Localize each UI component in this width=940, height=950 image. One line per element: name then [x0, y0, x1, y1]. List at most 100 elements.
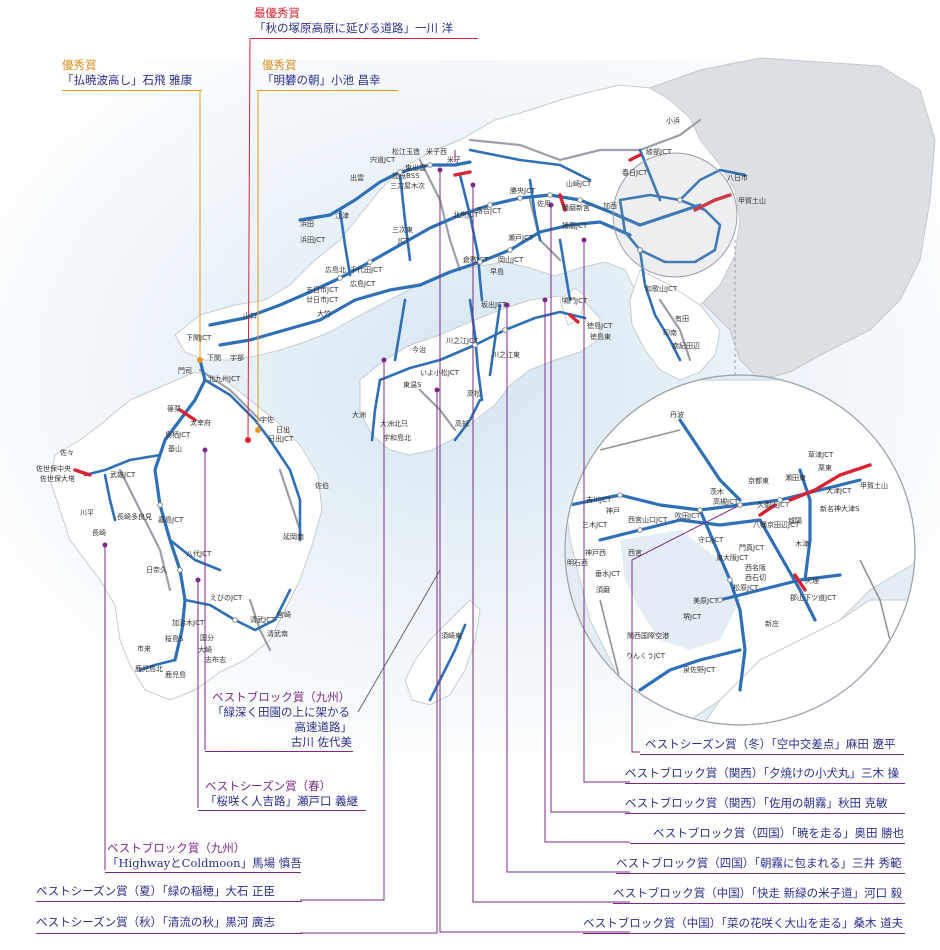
label-okayama: 岡山JCT [498, 255, 524, 264]
label-kasuga: 春日JCT [622, 168, 648, 177]
label-miyazaki: 宮崎 [277, 610, 291, 619]
label-kagoshima-n: 鹿児島北 [135, 664, 163, 673]
award-excellent2-category: 優秀賞 [262, 58, 297, 72]
label-kumamoto: 嘉島JCT [158, 515, 184, 524]
award-kansai2-title: ベストブロック賞（関西）「佐用の朝霧」秋田 克敏 [625, 796, 888, 810]
award-kansai1-title: ベストブロック賞（関西）「夕焼けの小犬丸」三木 操 [625, 766, 900, 780]
award-spring: ベストシーズン賞（春） 「桜咲く人吉路」瀬戸口 義継 [205, 779, 358, 809]
label-tosu: 鳥栖JCT [165, 430, 191, 439]
label-harima: 播磨新宮 [562, 203, 590, 212]
label-chiyoda: 千代田JCT [350, 265, 383, 274]
label-uwajima: 大洲北只 [380, 419, 408, 428]
label-ibaraki: 茨木 [710, 487, 724, 496]
label-nagasaki-tarami: 長崎多良見 [117, 512, 152, 521]
award-grand: 最優秀賞 「秋の塚原高原に延びる道路」一川 洋 [254, 6, 453, 36]
label-hatsukaichi: 廿日市JCT [306, 295, 339, 304]
label-osaki: 大崎 [198, 645, 212, 654]
award-excellent1: 優秀賞 「払暁波高し」石飛 雅康 [62, 58, 192, 88]
award-winter-underline [640, 754, 904, 755]
label-kitakyushu: 北九州JCT [208, 374, 241, 383]
highlighted-roads [73, 153, 732, 477]
label-seiyo: 宇和島北 [383, 433, 411, 442]
label-kyoto-higashi: 京都東 [748, 476, 769, 485]
label-tarumi: 垂水JCT [595, 569, 621, 578]
label-sayo: 佐用 [537, 199, 551, 208]
award-autumn-underline [36, 933, 302, 934]
label-sakurajima: 桜島S [165, 634, 184, 643]
label-naruto: 鳴門JCT [562, 296, 588, 305]
label-gotsu: 江津 [335, 212, 349, 220]
expressway-network [83, 148, 747, 702]
award-chugoku2: ベストブロック賞（中国）「菜の花咲く大山を走る」桑木 道夫 [583, 916, 903, 931]
label-kochi: 高知 [455, 419, 469, 428]
label-otsu: 大津JCT [826, 486, 852, 495]
label-kasai: 加西 [603, 201, 617, 210]
award-excellent2-underline [258, 90, 398, 91]
label-yatsushiro: 八代JCT [186, 549, 212, 558]
label-yonago-nishi: 米子西 [426, 147, 447, 156]
label-ube: 宇部 [230, 353, 244, 362]
award-kansai2: ベストブロック賞（関西）「佐用の朝霧」秋田 克敏 [625, 796, 888, 811]
award-kyushu-block2: ベストブロック賞（九州） 「HighwayとColdmoon」馬場 慎吾 [107, 841, 302, 871]
label-dazaifu: 太宰府 [190, 418, 211, 427]
label-higashi-osaka: 東大阪JCT [716, 553, 749, 562]
label-ochiai: 落合JCT [476, 206, 502, 215]
award-kyushu-block2-underline [105, 872, 301, 873]
label-hiroshima-jct: 広島JCT [350, 279, 376, 288]
label-imabari: 今治 [412, 345, 426, 354]
award-chugoku1-underline [613, 903, 905, 904]
kyushu-land [49, 371, 323, 701]
award-winter-title: ベストシーズン賞（冬）「空中交差点」麻田 遼平 [645, 737, 896, 751]
label-hiji-jct: 日出JCT [268, 434, 294, 443]
junction-markers [157, 162, 783, 623]
award-winter: ベストシーズン賞（冬）「空中交差点」麻田 遼平 [645, 737, 896, 752]
award-autumn-title: ベストシーズン賞（秋）「清流の秋」黒河 廣志 [36, 915, 276, 929]
label-kizu: 木津 [795, 539, 809, 548]
label-nishinomiya: 西宮山口JCT [628, 515, 668, 524]
label-hiroshima-n: 広島北 [325, 265, 346, 274]
label-kajiki: 加治木JCT [172, 618, 205, 627]
label-kadoma: 門真JCT [739, 543, 765, 552]
label-koriyama: 郡山下ツ道JCT [790, 593, 837, 602]
label-kyotanabe: 城陽 [788, 516, 802, 525]
honshu-land [174, 84, 741, 361]
award-shikoku1: ベストブロック賞（四国）「暁を走る」奥田 勝也 [653, 826, 904, 841]
label-kamo: 加茂BSS [392, 171, 420, 180]
label-kiyotake: 清武JCT [250, 615, 276, 624]
label-nobeoka: 延岡南 [283, 532, 304, 541]
label-seta: 瀬田東 [785, 473, 806, 482]
kinki-focus-circle [612, 152, 738, 278]
label-ebino: えびのJCT [210, 594, 243, 602]
label-nishi-meihan: 西名阪 [745, 563, 766, 572]
label-shinjo: 新庄 [765, 619, 779, 628]
label-usa: 宇佐 [260, 415, 274, 424]
label-matsubara: 松原JCT [733, 583, 759, 592]
label-mitoya: 三刀屋木次 [390, 181, 425, 190]
label-kurashiki: 倉敷JCT [463, 255, 489, 264]
label-hamada: 浜田 [300, 219, 314, 228]
label-tobe: 東温S [403, 380, 422, 389]
label-shoji: 勝央JCT [510, 186, 536, 195]
label-moriguchi: 守口JCT [698, 535, 724, 544]
label-yawata: 八幡京田辺JCT [753, 520, 800, 529]
label-gokaichi: 五日市JCT [306, 285, 339, 294]
award-kyushu-block1-line1: 「緑深く田園の上に架かる [212, 705, 350, 719]
label-kozu: 小浜 [666, 116, 680, 125]
award-shikoku2: ベストブロック賞（四国）「朝霧に包まれる」三井 秀範 [616, 856, 902, 871]
award-autumn: ベストシーズン賞（秋）「清流の秋」黒河 廣志 [36, 915, 275, 930]
award-shikoku2-underline [616, 873, 905, 874]
label-mihara: 美原JCT [693, 596, 719, 605]
award-kansai1-underline [625, 783, 905, 784]
label-tokushima2: 徳島東 [590, 332, 611, 341]
award-kansai1: ベストブロック賞（関西）「夕焼けの小犬丸」三木 操 [625, 766, 899, 781]
award-excellent1-underline [62, 90, 202, 91]
award-grand-underline [250, 38, 478, 39]
kinki-inset-map [564, 374, 916, 726]
label-otake: 大竹 [317, 309, 331, 318]
label-izumisano: 泉佐野JCT [683, 665, 716, 674]
label-sasebo-otsuka: 佐世保大塔 [40, 474, 75, 483]
label-nagasaki: 長崎 [92, 528, 106, 537]
label-arida: 有田 [675, 314, 689, 323]
label-suma: 須磨 [596, 585, 610, 594]
